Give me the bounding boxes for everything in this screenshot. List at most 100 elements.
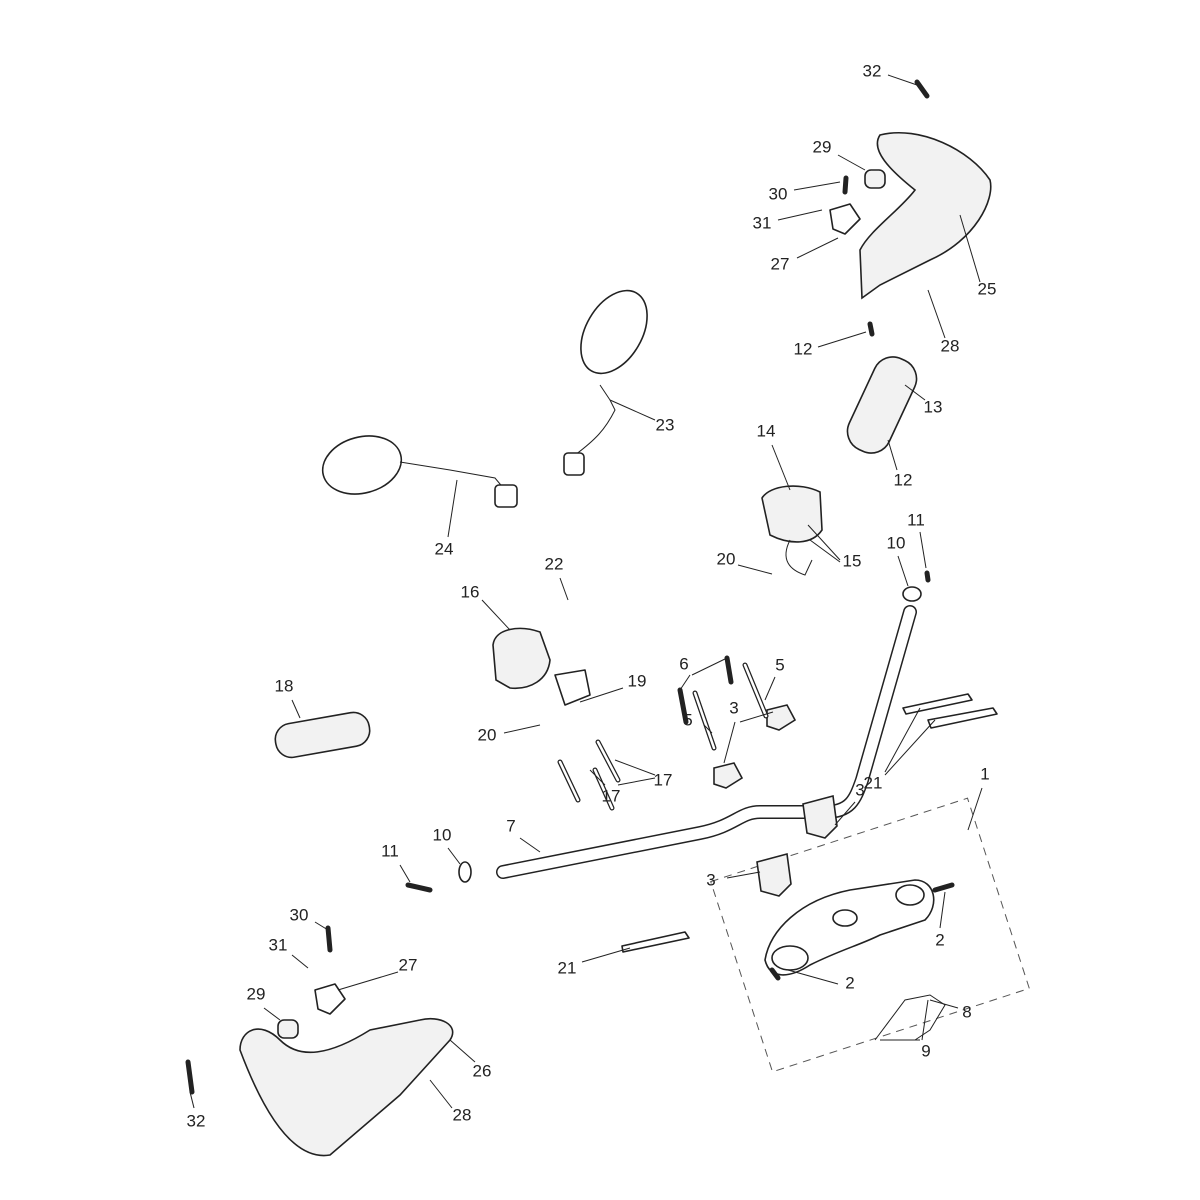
spacer [864,169,886,189]
leader-line [589,769,606,786]
callout-label: 8 [962,1002,971,1021]
callout-label: 2 [935,930,944,949]
leader-line [887,439,898,471]
clamp-cap [766,704,797,731]
callout-label: 12 [894,470,913,489]
leader-line [737,564,773,575]
callout-label: 29 [247,984,266,1003]
leader-line [796,237,839,259]
leader-line [929,999,959,1009]
callout-label: 7 [506,816,515,835]
leader-line [314,921,329,931]
switch-housing-left [492,627,551,689]
callout-label: 28 [941,336,960,355]
callout-label: 30 [769,184,788,203]
callout-label: 14 [757,421,776,440]
callout-label: 16 [461,582,480,601]
parts [185,79,1030,1157]
hand-guard-right [859,131,992,300]
callout-label: 30 [290,905,309,924]
leader-line [939,891,946,929]
grip-right [846,356,918,454]
leader-line [723,721,736,764]
callout-label: 10 [887,533,906,552]
wire-clip [874,994,946,1041]
washer [902,586,922,602]
bracket [314,983,346,1015]
leader-line [579,687,624,703]
leader-line [837,154,866,171]
callout-label: 32 [863,61,882,80]
clamp-assembly-box [710,797,1030,1073]
leader-line [447,479,458,538]
leader-line [884,707,921,773]
grip-left [274,711,371,759]
leader-line [503,724,541,734]
leader-line [771,444,791,491]
callout-label: 31 [753,213,772,232]
leader-line [447,847,461,865]
callout-label: 2 [845,973,854,992]
leader-line [967,787,983,831]
top-clamp [764,879,935,976]
mirror-left [321,435,403,495]
callout-label: 11 [381,841,399,860]
leader-line [691,657,728,676]
leader-line [617,777,656,786]
leader-line [897,555,909,587]
leader-line [834,801,856,826]
callout-label: 29 [813,137,832,156]
leader-line [787,969,839,985]
callout-label: 3 [855,780,864,799]
leader-line [887,74,918,86]
leader-line [809,539,841,563]
leader-line [959,214,981,283]
callout-label: 20 [717,549,736,568]
leader-line [581,947,631,963]
leader-line [793,181,841,191]
leader-line [291,699,301,719]
leader-line [559,577,569,601]
leader-line [614,759,656,776]
callout-label: 6 [679,654,688,673]
hand-guard-left [239,1018,454,1157]
leader-line [927,289,946,339]
leader-line [817,331,867,348]
leader-line [609,399,656,421]
leader-line [429,1079,453,1109]
callout-label: 26 [473,1061,492,1080]
callout-label: 23 [656,415,675,434]
callout-label: 3 [706,870,715,889]
callout-label: 18 [275,676,294,695]
leader-line [519,837,541,853]
bracket [829,203,861,235]
leader-line [399,864,411,883]
callout-label: 5 [683,710,692,729]
callout-label: 3 [729,698,738,717]
callout-label: 1 [980,764,989,783]
cable-tie [927,707,998,729]
switch-housing-right [761,485,823,543]
callout-label: 20 [478,725,497,744]
callout-label: 21 [558,958,577,977]
leader-line [807,524,841,561]
leader-line [764,676,776,701]
leader-line [263,1007,281,1021]
callout-label: 10 [433,825,452,844]
leader-line [337,971,399,991]
cable-tie [621,931,690,953]
callout-label: 27 [399,955,418,974]
callout-label: 27 [771,254,790,273]
leader-line [449,1039,476,1063]
leader-line [703,724,713,734]
leader-line [884,719,936,776]
leader-line [739,711,774,723]
callout-label: 28 [453,1105,472,1124]
callout-label: 5 [775,655,784,674]
leader-line [726,871,761,879]
leader-line [189,1091,195,1109]
leader-line [921,999,929,1041]
leader-line [919,531,927,569]
